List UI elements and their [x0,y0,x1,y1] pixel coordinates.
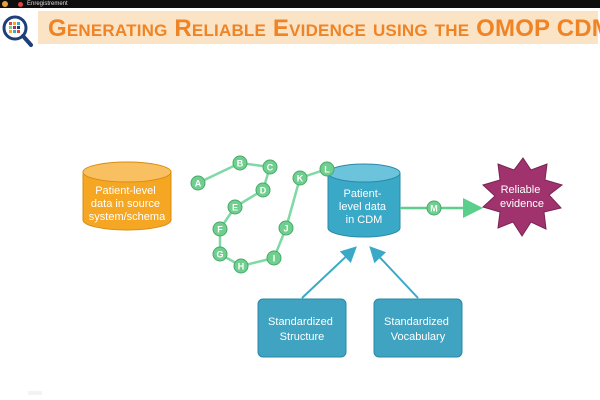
svg-text:Standardized Vocabulary: Standardized Vocabulary [384,316,452,343]
svg-text:F: F [217,225,223,235]
source-label-line-2: data in source [91,198,160,210]
step-l: L [319,161,335,177]
svg-text:I: I [273,254,276,264]
step-c: C [262,159,278,175]
svg-text:Reliable evidence: Reliable evidence [500,184,544,210]
step-k: K [292,170,308,186]
ohdsi-logo-icon [2,15,33,47]
title-banner [38,11,598,44]
step-e: E [227,199,243,215]
svg-text:K: K [297,174,304,184]
structure-arrow [301,246,357,299]
svg-text:Standardized Structure: Standardized Structure [268,316,336,343]
vocabulary-label-line-1: Standardized [384,316,449,328]
svg-text:G: G [216,250,223,260]
step-a: A [190,175,206,191]
structure-label-line-2: Structure [280,331,325,343]
structure-label-line-1: Standardized [268,316,333,328]
step-j: J [278,220,294,236]
step-b: B [232,155,248,171]
cdm-label-line-3: in CDM [346,214,383,226]
svg-text:C: C [267,163,274,173]
record-icon [18,1,23,7]
step-h: H [233,258,249,274]
step-i: I [266,250,282,266]
svg-text:M: M [430,204,438,214]
svg-text:E: E [232,203,238,213]
svg-text:L: L [324,165,330,175]
svg-text:A: A [195,179,202,189]
slide-footer-mark [28,391,42,395]
svg-text:H: H [238,262,245,272]
source-data-cylinder: Patient-level data in source system/sche… [82,161,172,231]
cdm-label-line-1: Patient- [344,188,382,200]
cdm-label-line-2: level data [339,201,387,213]
svg-text:Patient- level data: Patient- level data in CDM [339,188,389,226]
app-icon [2,1,8,7]
slide-title: Generating Reliable Evidence using the O… [48,15,600,42]
recording-label: Enregistrement [27,1,68,7]
source-label-line-3: system/schema [89,211,166,223]
svg-text:D: D [260,186,267,196]
evidence-star: Reliable evidence [482,157,564,237]
vocabulary-arrow [369,246,419,299]
standardized-structure-box: Standardized Structure [257,298,347,358]
svg-text:Patient-level data in so: Patient-level data in source system/sche… [89,185,166,223]
step-m: M [426,200,442,216]
recording-bar: Enregistrement [0,0,600,8]
svg-text:J: J [283,224,288,234]
step-d: D [255,182,271,198]
svg-text:B: B [237,159,244,169]
step-markers: A B C D E F G H I J K L M [190,155,442,274]
vocabulary-label-line-2: Vocabulary [391,331,446,343]
step-f: F [212,221,228,237]
evidence-label-line-2: evidence [500,198,544,210]
evidence-label-line-1: Reliable [501,184,541,196]
source-label-line-1: Patient-level [95,185,156,197]
step-g: G [212,246,228,262]
standardized-vocabulary-box: Standardized Vocabulary [373,298,463,358]
cdm-data-cylinder: Patient- level data in CDM [327,163,401,238]
